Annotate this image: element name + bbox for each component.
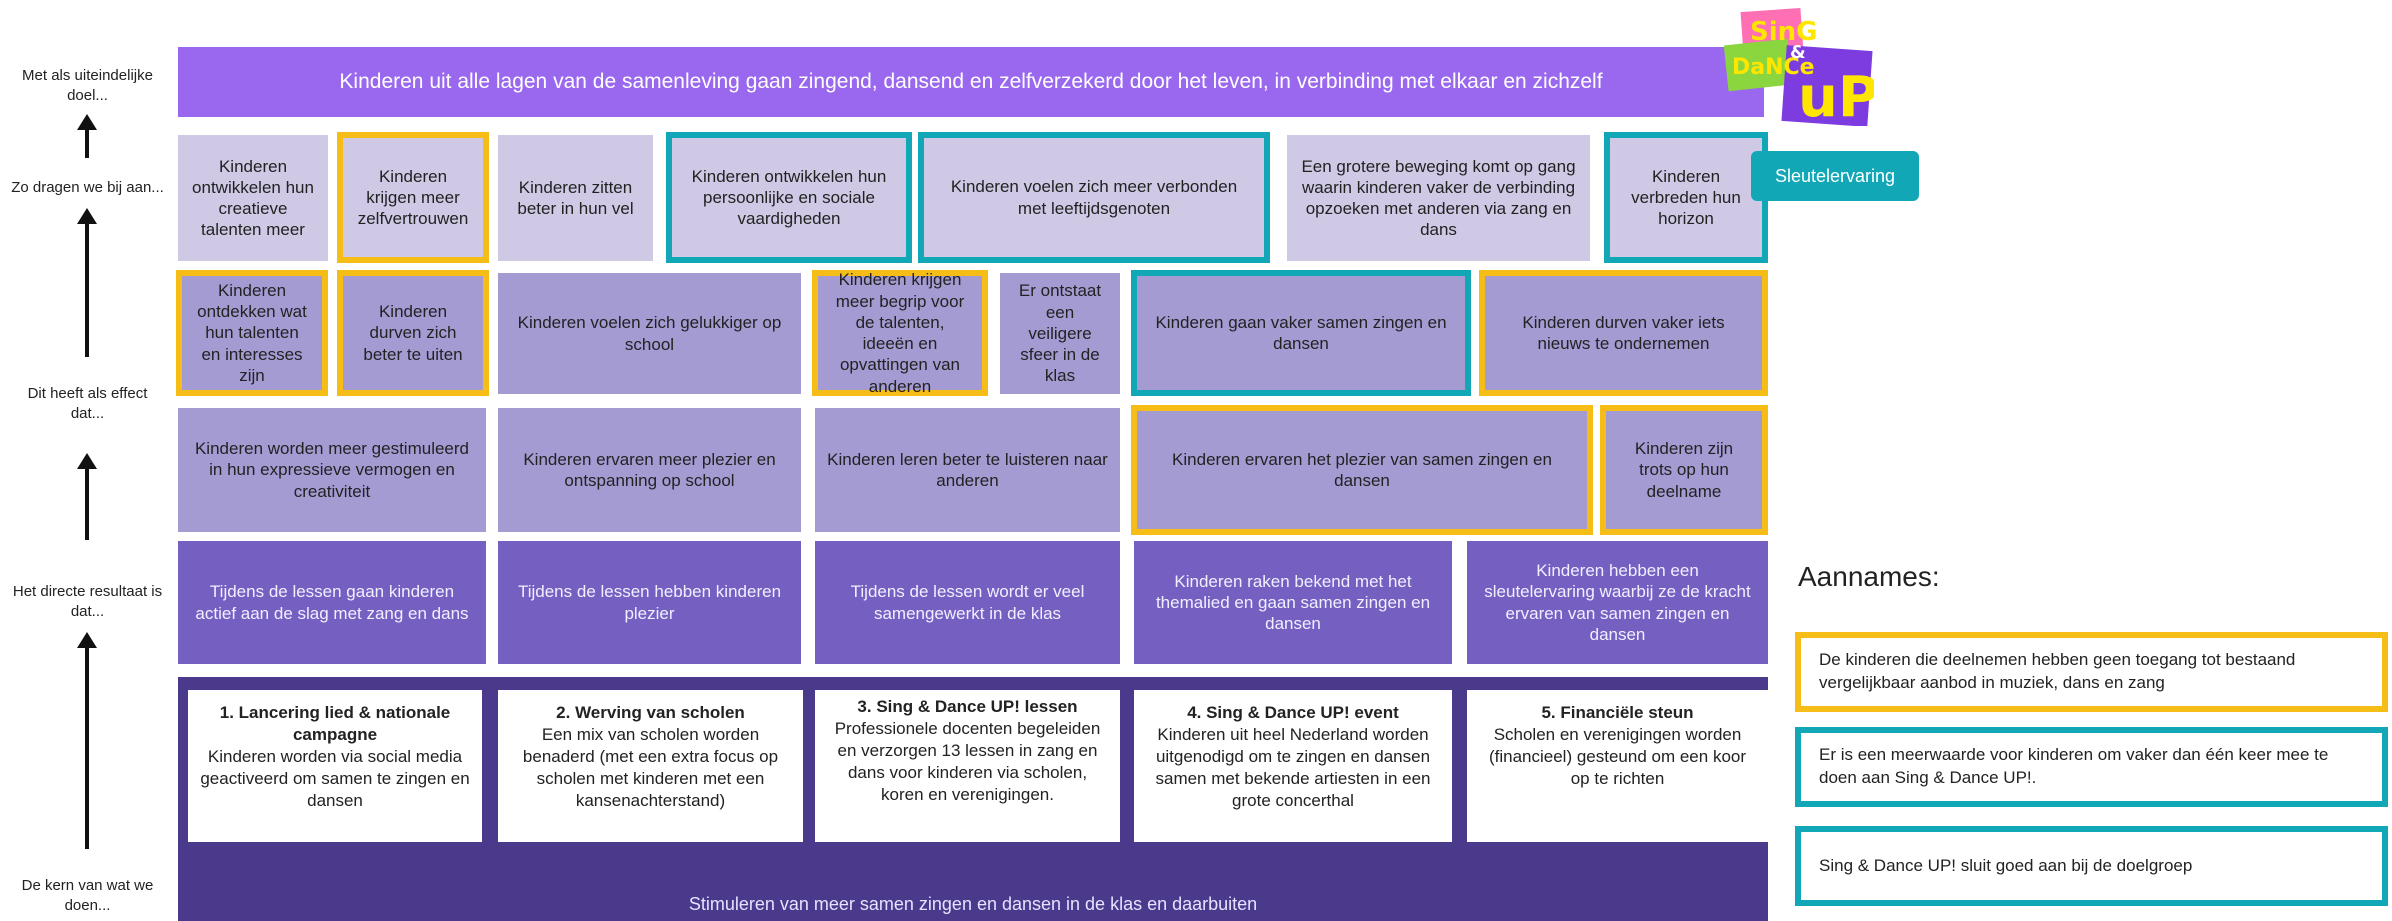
effect-discover-talents: Kinderen ontdekken wat hun talenten en i… bbox=[176, 270, 328, 396]
label-direct: Het directe resultaat is dat... bbox=[12, 583, 163, 620]
svg-text:uP!: uP! bbox=[1798, 65, 1874, 126]
svg-text:SinG: SinG bbox=[1750, 17, 1818, 47]
assumptions-title: Aannames: bbox=[1798, 561, 1940, 592]
activity-card: 1. Lancering lied & nationale campagne K… bbox=[188, 690, 482, 842]
label-effect: Dit heeft als effect dat... bbox=[27, 385, 148, 422]
effect-happier-school: Kinderen voelen zich gelukkiger op schoo… bbox=[498, 273, 801, 394]
effect-express-self: Kinderen durven zich beter te uiten bbox=[337, 270, 489, 396]
contribute-creative-talents: Kinderen ontwikkelen hun creatieve talen… bbox=[178, 135, 328, 261]
label-contribute: Zo dragen we bij aan... bbox=[11, 179, 164, 196]
activity-title: 1. Lancering lied & nationale campagne bbox=[219, 703, 451, 745]
activity-description: Scholen en verenigingen worden (financie… bbox=[1488, 725, 1747, 789]
contribute-wellbeing: Kinderen zitten beter in hun vel bbox=[498, 135, 653, 261]
effect-understanding-others: Kinderen krijgen meer begrip voor de tal… bbox=[812, 270, 988, 396]
effect-safer-class: Er ontstaat een veiligere sfeer in de kl… bbox=[1000, 273, 1120, 394]
direct-collaboration: Tijdens de lessen wordt er veel samengew… bbox=[815, 541, 1120, 664]
direct-key-experience: Kinderen hebben een sleutelervaring waar… bbox=[1467, 541, 1768, 664]
contribute-self-confidence: Kinderen krijgen meer zelfvertrouwen bbox=[337, 132, 489, 263]
contribute-movement: Een grotere beweging komt op gang waarin… bbox=[1287, 135, 1590, 261]
effect-expressive: Kinderen worden meer gestimuleerd in hun… bbox=[178, 408, 486, 532]
activity-description: Een mix van scholen worden benaderd (met… bbox=[522, 725, 779, 811]
effect-try-new: Kinderen durven vaker iets nieuws te ond… bbox=[1479, 270, 1768, 396]
label-goal: Met als uiteindelijke doel... bbox=[22, 67, 153, 104]
assumption-item: De kinderen die deelnemen hebben geen to… bbox=[1795, 632, 2388, 712]
direct-fun-lessons: Tijdens de lessen hebben kinderen plezie… bbox=[498, 541, 801, 664]
activity-card: 5. Financiële steun Scholen en verenigin… bbox=[1467, 690, 1768, 842]
effect-joy-singing: Kinderen ervaren het plezier van samen z… bbox=[1131, 405, 1593, 535]
direct-theme-song: Kinderen raken bekend met het themalied … bbox=[1134, 541, 1452, 664]
arrow-up-icon bbox=[77, 114, 97, 158]
effect-proud: Kinderen zijn trots op hun deelname bbox=[1600, 405, 1768, 535]
effect-listen: Kinderen leren beter te luisteren naar a… bbox=[815, 408, 1120, 532]
activity-title: 2. Werving van scholen bbox=[556, 703, 745, 722]
activity-description: Kinderen worden via social media geactiv… bbox=[200, 747, 470, 811]
core-statement: Stimuleren van meer samen zingen en dans… bbox=[688, 894, 1258, 914]
activity-description: Professionele docenten begeleiden en ver… bbox=[834, 719, 1101, 805]
activity-card: 3. Sing & Dance UP! lessen Professionele… bbox=[815, 690, 1120, 842]
contribute-horizon: Kinderen verbreden hun horizon bbox=[1604, 132, 1768, 263]
contribute-connected-peers: Kinderen voelen zich meer verbonden met … bbox=[918, 132, 1270, 263]
activity-card: 4. Sing & Dance UP! event Kinderen uit h… bbox=[1134, 690, 1452, 842]
sing-dance-up-logo: SinG DaNCe & uP! bbox=[1724, 8, 1874, 126]
direct-active-lessons: Tijdens de lessen gaan kinderen actief a… bbox=[178, 541, 486, 664]
assumption-item: Sing & Dance UP! sluit goed aan bij de d… bbox=[1795, 826, 2388, 906]
arrow-up-icon bbox=[77, 453, 97, 540]
arrow-up-icon bbox=[77, 632, 97, 849]
activity-title: 3. Sing & Dance UP! lessen bbox=[857, 697, 1078, 716]
arrow-up-icon bbox=[77, 208, 97, 357]
effect-fun-school: Kinderen ervaren meer plezier en ontspan… bbox=[498, 408, 801, 532]
activity-title: 4. Sing & Dance UP! event bbox=[1187, 703, 1399, 722]
svg-text:DaNCe: DaNCe bbox=[1732, 55, 1815, 80]
label-core: De kern van wat we doen... bbox=[21, 877, 154, 914]
assumption-item: Er is een meerwaarde voor kinderen om va… bbox=[1795, 727, 2388, 807]
key-experience-badge: Sleutelervaring bbox=[1751, 151, 1919, 201]
goal-banner: Kinderen uit alle lagen van de samenlevi… bbox=[178, 47, 1764, 117]
contribute-social-skills: Kinderen ontwikkelen hun persoonlijke en… bbox=[666, 132, 912, 263]
activity-description: Kinderen uit heel Nederland worden uitge… bbox=[1155, 725, 1431, 811]
activities-panel: 1. Lancering lied & nationale campagne K… bbox=[178, 677, 1768, 921]
activity-card: 2. Werving van scholen Een mix van schol… bbox=[498, 690, 803, 842]
effect-sing-dance-more: Kinderen gaan vaker samen zingen en dans… bbox=[1131, 270, 1471, 396]
svg-text:&: & bbox=[1790, 42, 1806, 63]
activity-title: 5. Financiële steun bbox=[1541, 703, 1694, 722]
